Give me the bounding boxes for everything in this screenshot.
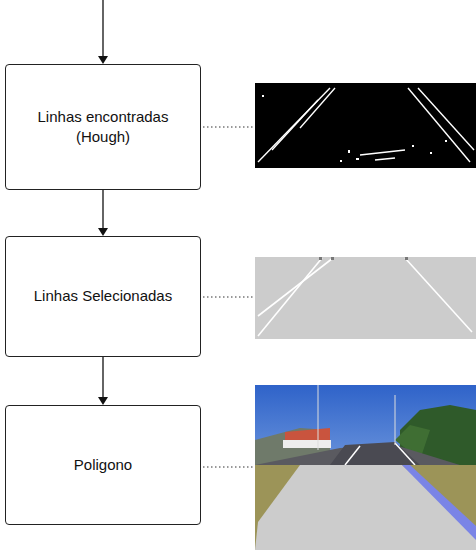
flow-arrow bbox=[98, 357, 108, 405]
box-label: Linhas Selecionadas bbox=[34, 286, 172, 306]
selected-lines-image bbox=[255, 257, 476, 339]
flow-arrow bbox=[98, 190, 108, 236]
process-box: Linhas encontradas (Hough) bbox=[5, 64, 201, 190]
polygon-image bbox=[255, 385, 476, 550]
process-box: Linhas Selecionadas bbox=[5, 236, 201, 357]
box-label: Poligono bbox=[74, 455, 132, 475]
box-label: Linhas encontradas (Hough) bbox=[26, 107, 180, 148]
process-box: Poligono bbox=[5, 405, 201, 525]
leader-lines bbox=[203, 127, 254, 467]
hough-image bbox=[255, 83, 476, 168]
entry-arrow bbox=[98, 0, 108, 64]
